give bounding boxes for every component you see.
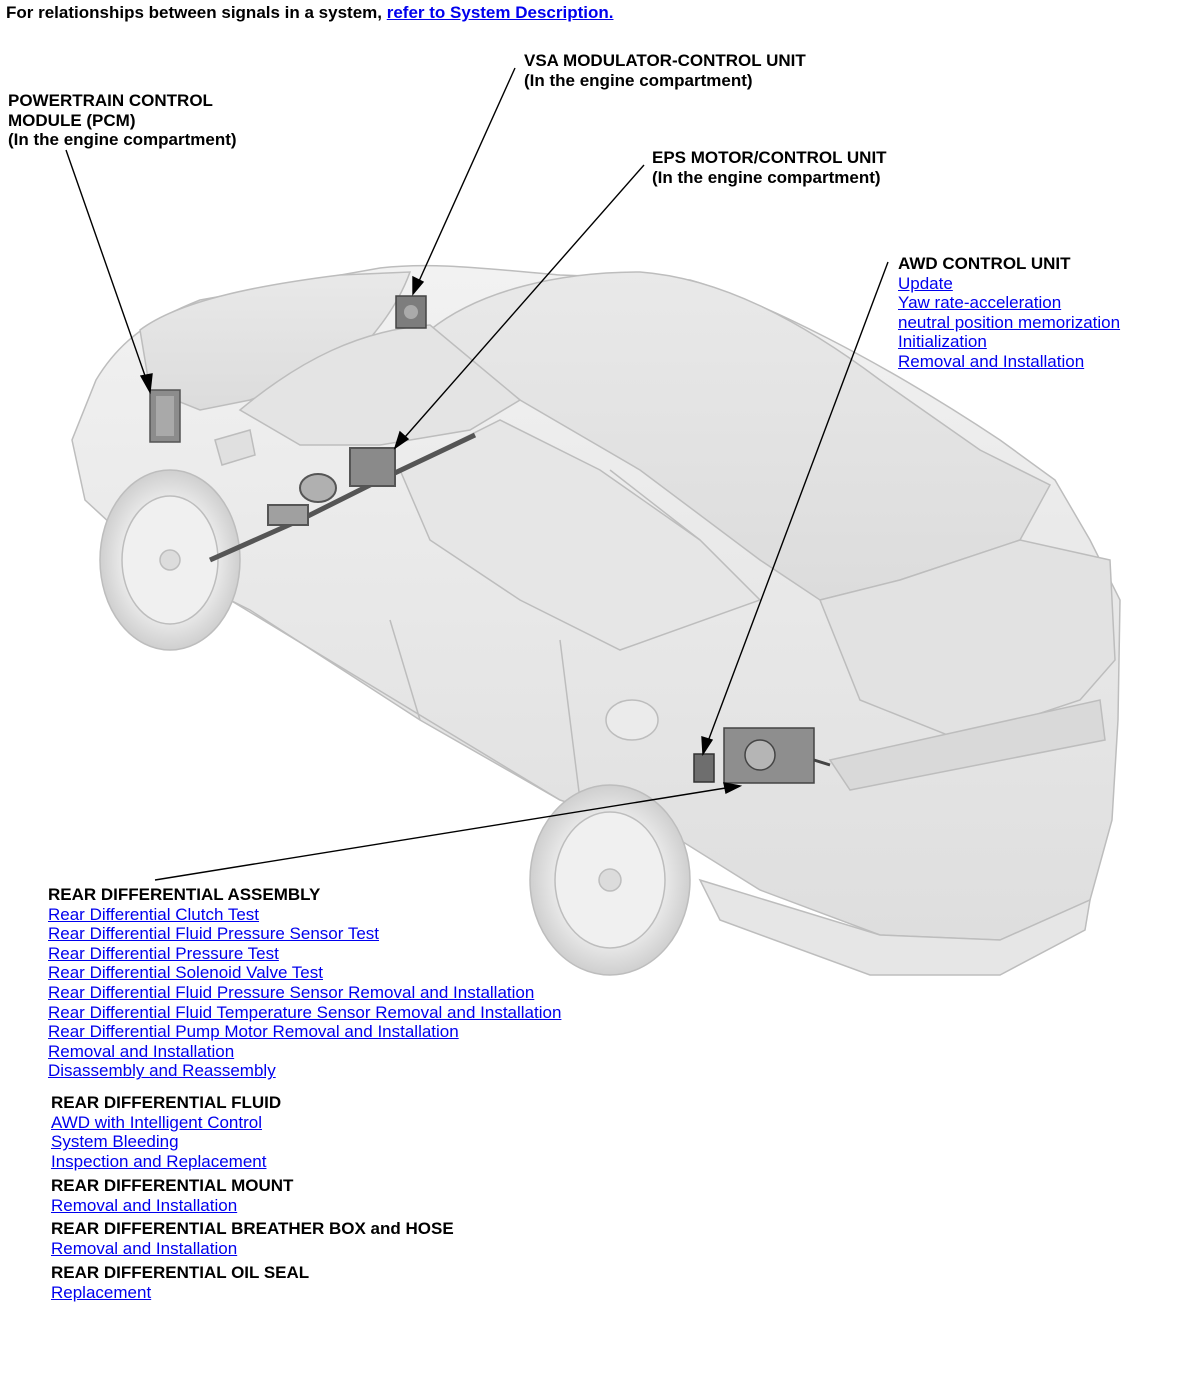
- rear-differential-breather-section: REAR DIFFERENTIAL BREATHER BOX and HOSE …: [51, 1219, 454, 1258]
- pcm-line3: (In the engine compartment): [8, 130, 237, 150]
- rear-differential-fluid-section: REAR DIFFERENTIAL FLUID AWD with Intelli…: [51, 1093, 281, 1171]
- leader-awd: [703, 261, 889, 753]
- leader-rear-diff: [154, 785, 739, 881]
- header-note: For relationships between signals in a s…: [6, 3, 613, 23]
- pcm-line1: POWERTRAIN CONTROL: [8, 91, 213, 110]
- vsa-line1: VSA MODULATOR-CONTROL UNIT: [524, 51, 806, 70]
- rdf-title: REAR DIFFERENTIAL FLUID: [51, 1093, 282, 1112]
- vsa-label: VSA MODULATOR-CONTROL UNIT (In the engin…: [524, 51, 806, 90]
- rda-pressure-test-link[interactable]: Rear Differential Pressure Test: [48, 943, 279, 963]
- vehicle-body: [71, 264, 1121, 976]
- vsa-line2: (In the engine compartment): [524, 70, 753, 90]
- awd-control-unit-box: [693, 753, 715, 783]
- rdb-title: REAR DIFFERENTIAL BREATHER BOX and HOSE: [51, 1219, 454, 1238]
- leader-eps: [397, 164, 645, 446]
- rdf-awd-intelligent-control-link[interactable]: AWD with Intelligent Control: [51, 1112, 263, 1132]
- rdb-removal-installation-link[interactable]: Removal and Installation: [51, 1238, 238, 1258]
- rda-disassembly-link[interactable]: Disassembly and Reassembly: [48, 1061, 276, 1081]
- pcm-unit: [149, 389, 181, 443]
- awd-title: AWD CONTROL UNIT: [898, 254, 1071, 273]
- rda-clutch-test-link[interactable]: Rear Differential Clutch Test: [48, 904, 260, 924]
- rda-temperature-sensor-removal-link[interactable]: Rear Differential Fluid Temperature Sens…: [48, 1002, 562, 1022]
- rdo-replacement-link[interactable]: Replacement: [51, 1282, 152, 1302]
- rda-pressure-sensor-removal-link[interactable]: Rear Differential Fluid Pressure Sensor …: [48, 982, 535, 1002]
- awd-initialization-link[interactable]: Initialization: [898, 332, 987, 352]
- awd-neutral-position-link[interactable]: neutral position memorization: [898, 312, 1121, 332]
- awd-control-unit-section: AWD CONTROL UNIT Update Yaw rate-acceler…: [898, 254, 1120, 372]
- rda-title: REAR DIFFERENTIAL ASSEMBLY: [48, 885, 321, 904]
- rda-removal-installation-link[interactable]: Removal and Installation: [48, 1041, 235, 1061]
- rda-solenoid-valve-test-link[interactable]: Rear Differential Solenoid Valve Test: [48, 963, 323, 983]
- eps-label: EPS MOTOR/CONTROL UNIT (In the engine co…: [652, 148, 887, 187]
- rear-differential-mount-section: REAR DIFFERENTIAL MOUNT Removal and Inst…: [51, 1176, 293, 1215]
- eps-line2: (In the engine compartment): [652, 167, 881, 187]
- header-prefix: For relationships between signals in a s…: [6, 3, 387, 22]
- rear-differential-oil-seal-section: REAR DIFFERENTIAL OIL SEAL Replacement: [51, 1263, 309, 1302]
- rear-wheel: [529, 784, 691, 976]
- rdf-system-bleeding-link[interactable]: System Bleeding: [51, 1132, 179, 1152]
- rdm-removal-installation-link[interactable]: Removal and Installation: [51, 1195, 238, 1215]
- rdo-title: REAR DIFFERENTIAL OIL SEAL: [51, 1263, 310, 1282]
- leader-pcm: [65, 149, 151, 391]
- awd-removal-installation-link[interactable]: Removal and Installation: [898, 351, 1085, 371]
- awd-update-link[interactable]: Update: [898, 273, 953, 293]
- rdf-inspection-replacement-link[interactable]: Inspection and Replacement: [51, 1151, 267, 1171]
- pcm-line2: MODULE (PCM): [8, 110, 136, 130]
- rdm-title: REAR DIFFERENTIAL MOUNT: [51, 1176, 294, 1195]
- eps-steering-rack: [208, 432, 477, 563]
- leader-lines: [65, 67, 889, 881]
- vsa-unit: [395, 295, 427, 329]
- pcm-label: POWERTRAIN CONTROL MODULE (PCM) (In the …: [8, 91, 237, 150]
- rda-fluid-pressure-sensor-test-link[interactable]: Rear Differential Fluid Pressure Sensor …: [48, 924, 380, 944]
- front-wheel: [99, 469, 241, 651]
- leader-vsa: [414, 67, 516, 291]
- rear-differential-unit: [723, 727, 831, 784]
- system-description-link[interactable]: refer to System Description.: [386, 3, 614, 22]
- awd-yaw-rate-link[interactable]: Yaw rate-acceleration: [898, 293, 1062, 313]
- eps-line1: EPS MOTOR/CONTROL UNIT: [652, 148, 887, 167]
- rda-pump-motor-removal-link[interactable]: Rear Differential Pump Motor Removal and…: [48, 1022, 459, 1042]
- rear-differential-assembly-section: REAR DIFFERENTIAL ASSEMBLY Rear Differen…: [48, 885, 561, 1081]
